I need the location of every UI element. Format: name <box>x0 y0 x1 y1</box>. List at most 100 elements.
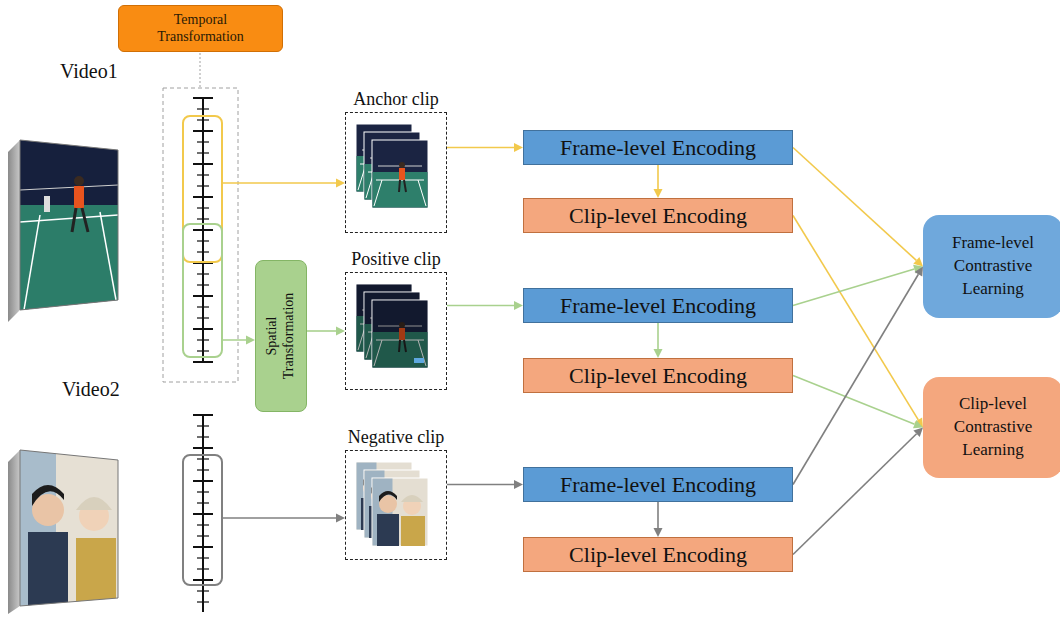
connector-line <box>793 434 917 555</box>
timeline-tick <box>197 458 209 459</box>
timeline-tick <box>197 251 209 252</box>
encoder-box: Clip-level Encoding <box>523 358 793 393</box>
timeline-tick <box>193 229 213 231</box>
timeline-tick <box>193 328 213 330</box>
timeline-tick <box>193 480 213 482</box>
connector-line <box>793 148 916 261</box>
timeline-tick <box>197 601 209 602</box>
encoder-box: Frame-level Encoding <box>523 467 793 502</box>
arrow-head <box>913 428 923 438</box>
box-label: Frame-level Encoding <box>560 293 756 319</box>
timeline-tick <box>197 174 209 175</box>
timeline-tick <box>197 535 209 536</box>
arrow-head <box>514 480 523 489</box>
box-label: Temporal Transformation <box>146 12 256 46</box>
transform-box: Temporal Transformation <box>118 5 283 52</box>
timeline-tick <box>197 491 209 492</box>
box-label: Spatial Transformation <box>264 286 298 386</box>
clip-label: Anchor clip <box>353 89 438 110</box>
timeline-tick <box>197 469 209 470</box>
timeline-tick <box>197 108 209 109</box>
timeline-tick <box>193 196 213 198</box>
connector-arrow <box>793 267 923 485</box>
video-label: Video2 <box>62 378 120 401</box>
timeline-tick <box>193 295 213 297</box>
clip-box: Positive clip <box>345 272 447 390</box>
video-label: Video1 <box>60 60 118 83</box>
connector-line <box>447 305 514 307</box>
connector-arrow <box>654 323 663 358</box>
arrow-head <box>654 528 663 537</box>
box-label: Frame-level Contrastive Learning <box>937 232 1049 301</box>
timeline-tick <box>197 218 209 219</box>
box-label: Frame-level Encoding <box>560 472 756 498</box>
box-label: Frame-level Encoding <box>560 135 756 161</box>
timeline-tick <box>197 436 209 437</box>
timeline-tick <box>197 524 209 525</box>
arrow-head <box>915 267 923 277</box>
connector-arrow <box>793 376 923 429</box>
connector-line <box>793 269 914 305</box>
timeline-tick <box>193 163 213 165</box>
arrow-head <box>514 143 523 152</box>
encoder-box: Frame-level Encoding <box>523 130 793 165</box>
connector-arrow <box>793 216 923 428</box>
timeline-tick <box>197 350 209 351</box>
timeline-tick <box>197 273 209 274</box>
clip-box: Anchor clip <box>345 112 447 233</box>
connector-arrow <box>654 165 663 198</box>
timeline-tick <box>197 119 209 120</box>
box-label: Clip-level Encoding <box>569 203 747 229</box>
connector-arrow <box>447 480 523 489</box>
timeline-tick <box>197 590 209 591</box>
timeline-tick <box>197 425 209 426</box>
timeline-tick <box>193 414 213 416</box>
arrow-head <box>336 327 345 336</box>
arrow-head <box>514 301 523 310</box>
timeline-tick <box>197 185 209 186</box>
timeline-tick <box>197 284 209 285</box>
box-label: Clip-level Contrastive Learning <box>937 393 1049 462</box>
timeline-tick <box>193 130 213 132</box>
timeline-tick <box>197 141 209 142</box>
connector-line <box>793 216 918 420</box>
timeline-tick <box>193 447 213 449</box>
timeline-tick <box>197 240 209 241</box>
timeline-tick <box>197 207 209 208</box>
timeline-tick <box>197 317 209 318</box>
connector-arrow <box>654 502 663 537</box>
loss-box: Frame-level Contrastive Learning <box>923 215 1060 318</box>
timeline-tick <box>193 546 213 548</box>
arrow-head <box>913 420 923 428</box>
encoder-box: Frame-level Encoding <box>523 288 793 323</box>
loss-box: Clip-level Contrastive Learning <box>923 377 1060 478</box>
connector-line <box>657 502 659 528</box>
timeline-tick <box>193 361 213 363</box>
connector-line <box>657 323 659 349</box>
connector-line <box>793 274 918 484</box>
connector-arrow <box>447 301 523 310</box>
timeline-tick <box>193 97 213 99</box>
timeline-tick <box>193 579 213 581</box>
timeline-tick <box>197 568 209 569</box>
connector-arrow <box>447 143 523 152</box>
timeline-tick <box>197 557 209 558</box>
timeline-tick <box>197 339 209 340</box>
connector-line <box>657 165 659 189</box>
clip-label: Positive clip <box>351 249 441 270</box>
timeline-tick <box>193 513 213 515</box>
timeline-tick <box>197 152 209 153</box>
connector-arrow <box>793 428 923 555</box>
timeline-tick <box>197 306 209 307</box>
connector-line <box>447 484 514 486</box>
transform-box: Spatial Transformation <box>255 260 307 412</box>
box-label: Clip-level Encoding <box>569 363 747 389</box>
encoder-box: Clip-level Encoding <box>523 198 793 233</box>
timeline-tick <box>197 502 209 503</box>
clip-box: Negative clip <box>345 450 447 560</box>
arrow-head <box>654 349 663 358</box>
connector-line <box>447 147 514 149</box>
clip-label: Negative clip <box>348 427 444 448</box>
connector-line <box>307 330 336 332</box>
arrow-head <box>654 189 663 198</box>
